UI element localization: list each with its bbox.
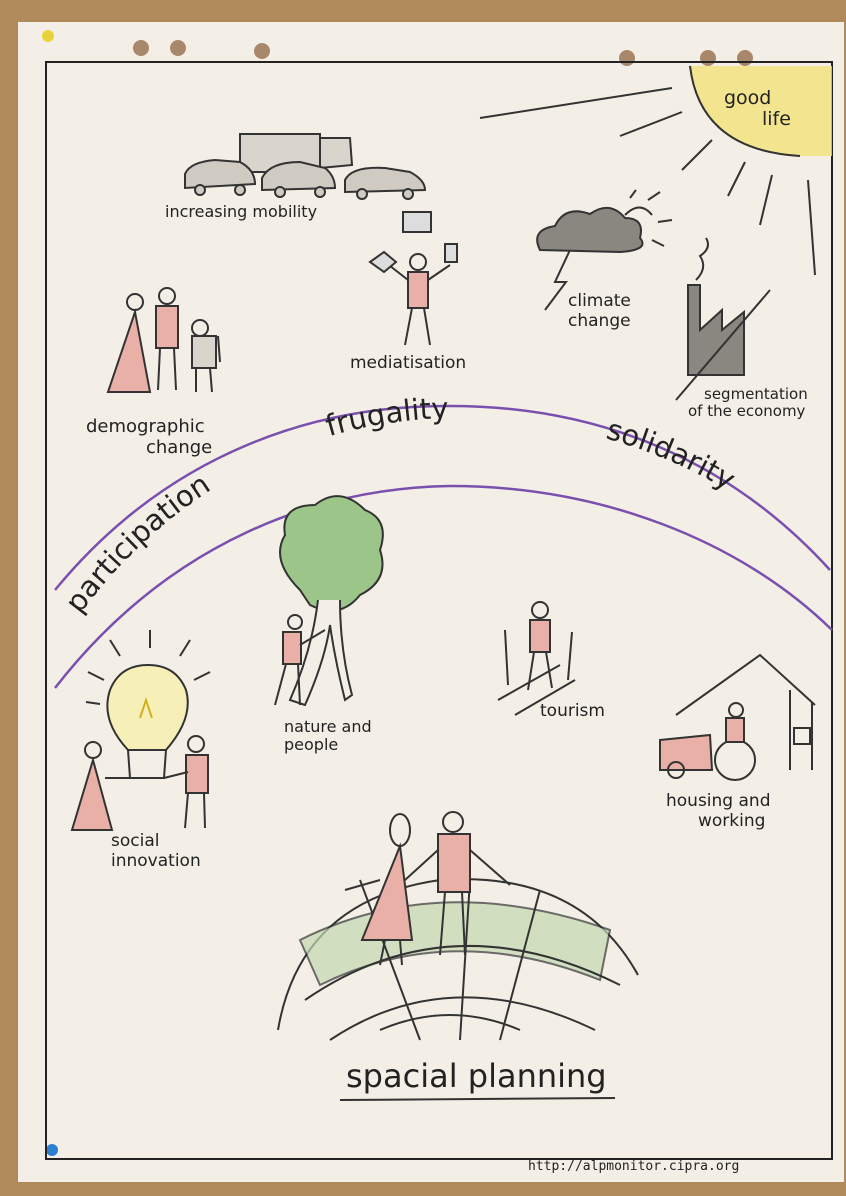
label-demographic-change: demographic change xyxy=(86,416,213,458)
label-innovation: innovation xyxy=(111,850,201,871)
yellow-pin-icon xyxy=(42,30,54,42)
arc-bands xyxy=(54,404,833,689)
label-mediatisation: mediatisation xyxy=(350,353,467,373)
title-underline xyxy=(339,1097,616,1101)
sun-drawing xyxy=(479,65,832,276)
label-climate: climate xyxy=(568,291,631,311)
label-nature: nature and xyxy=(284,717,372,736)
label-demographic: demographic xyxy=(86,416,205,437)
footer-url: http://alpmonitor.cipra.org xyxy=(528,1159,740,1174)
label-people: people xyxy=(284,735,339,755)
label-change: change xyxy=(568,310,631,331)
label-segmentation: segmentation of the economy xyxy=(688,385,808,421)
cloud-icon xyxy=(536,189,673,311)
frame-border xyxy=(45,61,833,1160)
label-housing-working: housing and working xyxy=(666,791,771,831)
label-tourism: tourism xyxy=(540,701,605,721)
label-housing: housing and xyxy=(666,791,771,811)
blue-pin-icon xyxy=(46,1144,58,1156)
family-figures xyxy=(106,287,221,393)
factory-icon xyxy=(675,237,771,401)
sun-label: good life xyxy=(724,88,791,130)
label-social-innovation: social innovation xyxy=(111,831,201,871)
globe-couple-drawing xyxy=(277,811,639,1041)
label-demographic-change-word: change xyxy=(146,436,213,458)
label-segmentation-line2: of the economy xyxy=(688,402,806,421)
sun-label-line1: good xyxy=(724,87,772,109)
label-working: working xyxy=(698,810,766,831)
traffic-drawing xyxy=(184,133,427,200)
label-social: social xyxy=(111,831,160,851)
house-tractor-drawing xyxy=(659,653,816,781)
skier-figure xyxy=(497,601,576,716)
sun-label-line2: life xyxy=(762,107,791,130)
label-segmentation-line1: segmentation xyxy=(704,385,808,403)
label-increasing-mobility: increasing mobility xyxy=(165,202,318,221)
label-nature-people: nature and people xyxy=(284,717,372,755)
label-spacial-planning: spacial planning xyxy=(346,1057,607,1095)
tree-drawing xyxy=(274,495,384,707)
label-climate-change: climate change xyxy=(568,291,631,331)
mediatisation-figure xyxy=(368,211,458,346)
lightbulb-icon xyxy=(70,630,211,831)
paper-sheet xyxy=(18,22,844,1182)
